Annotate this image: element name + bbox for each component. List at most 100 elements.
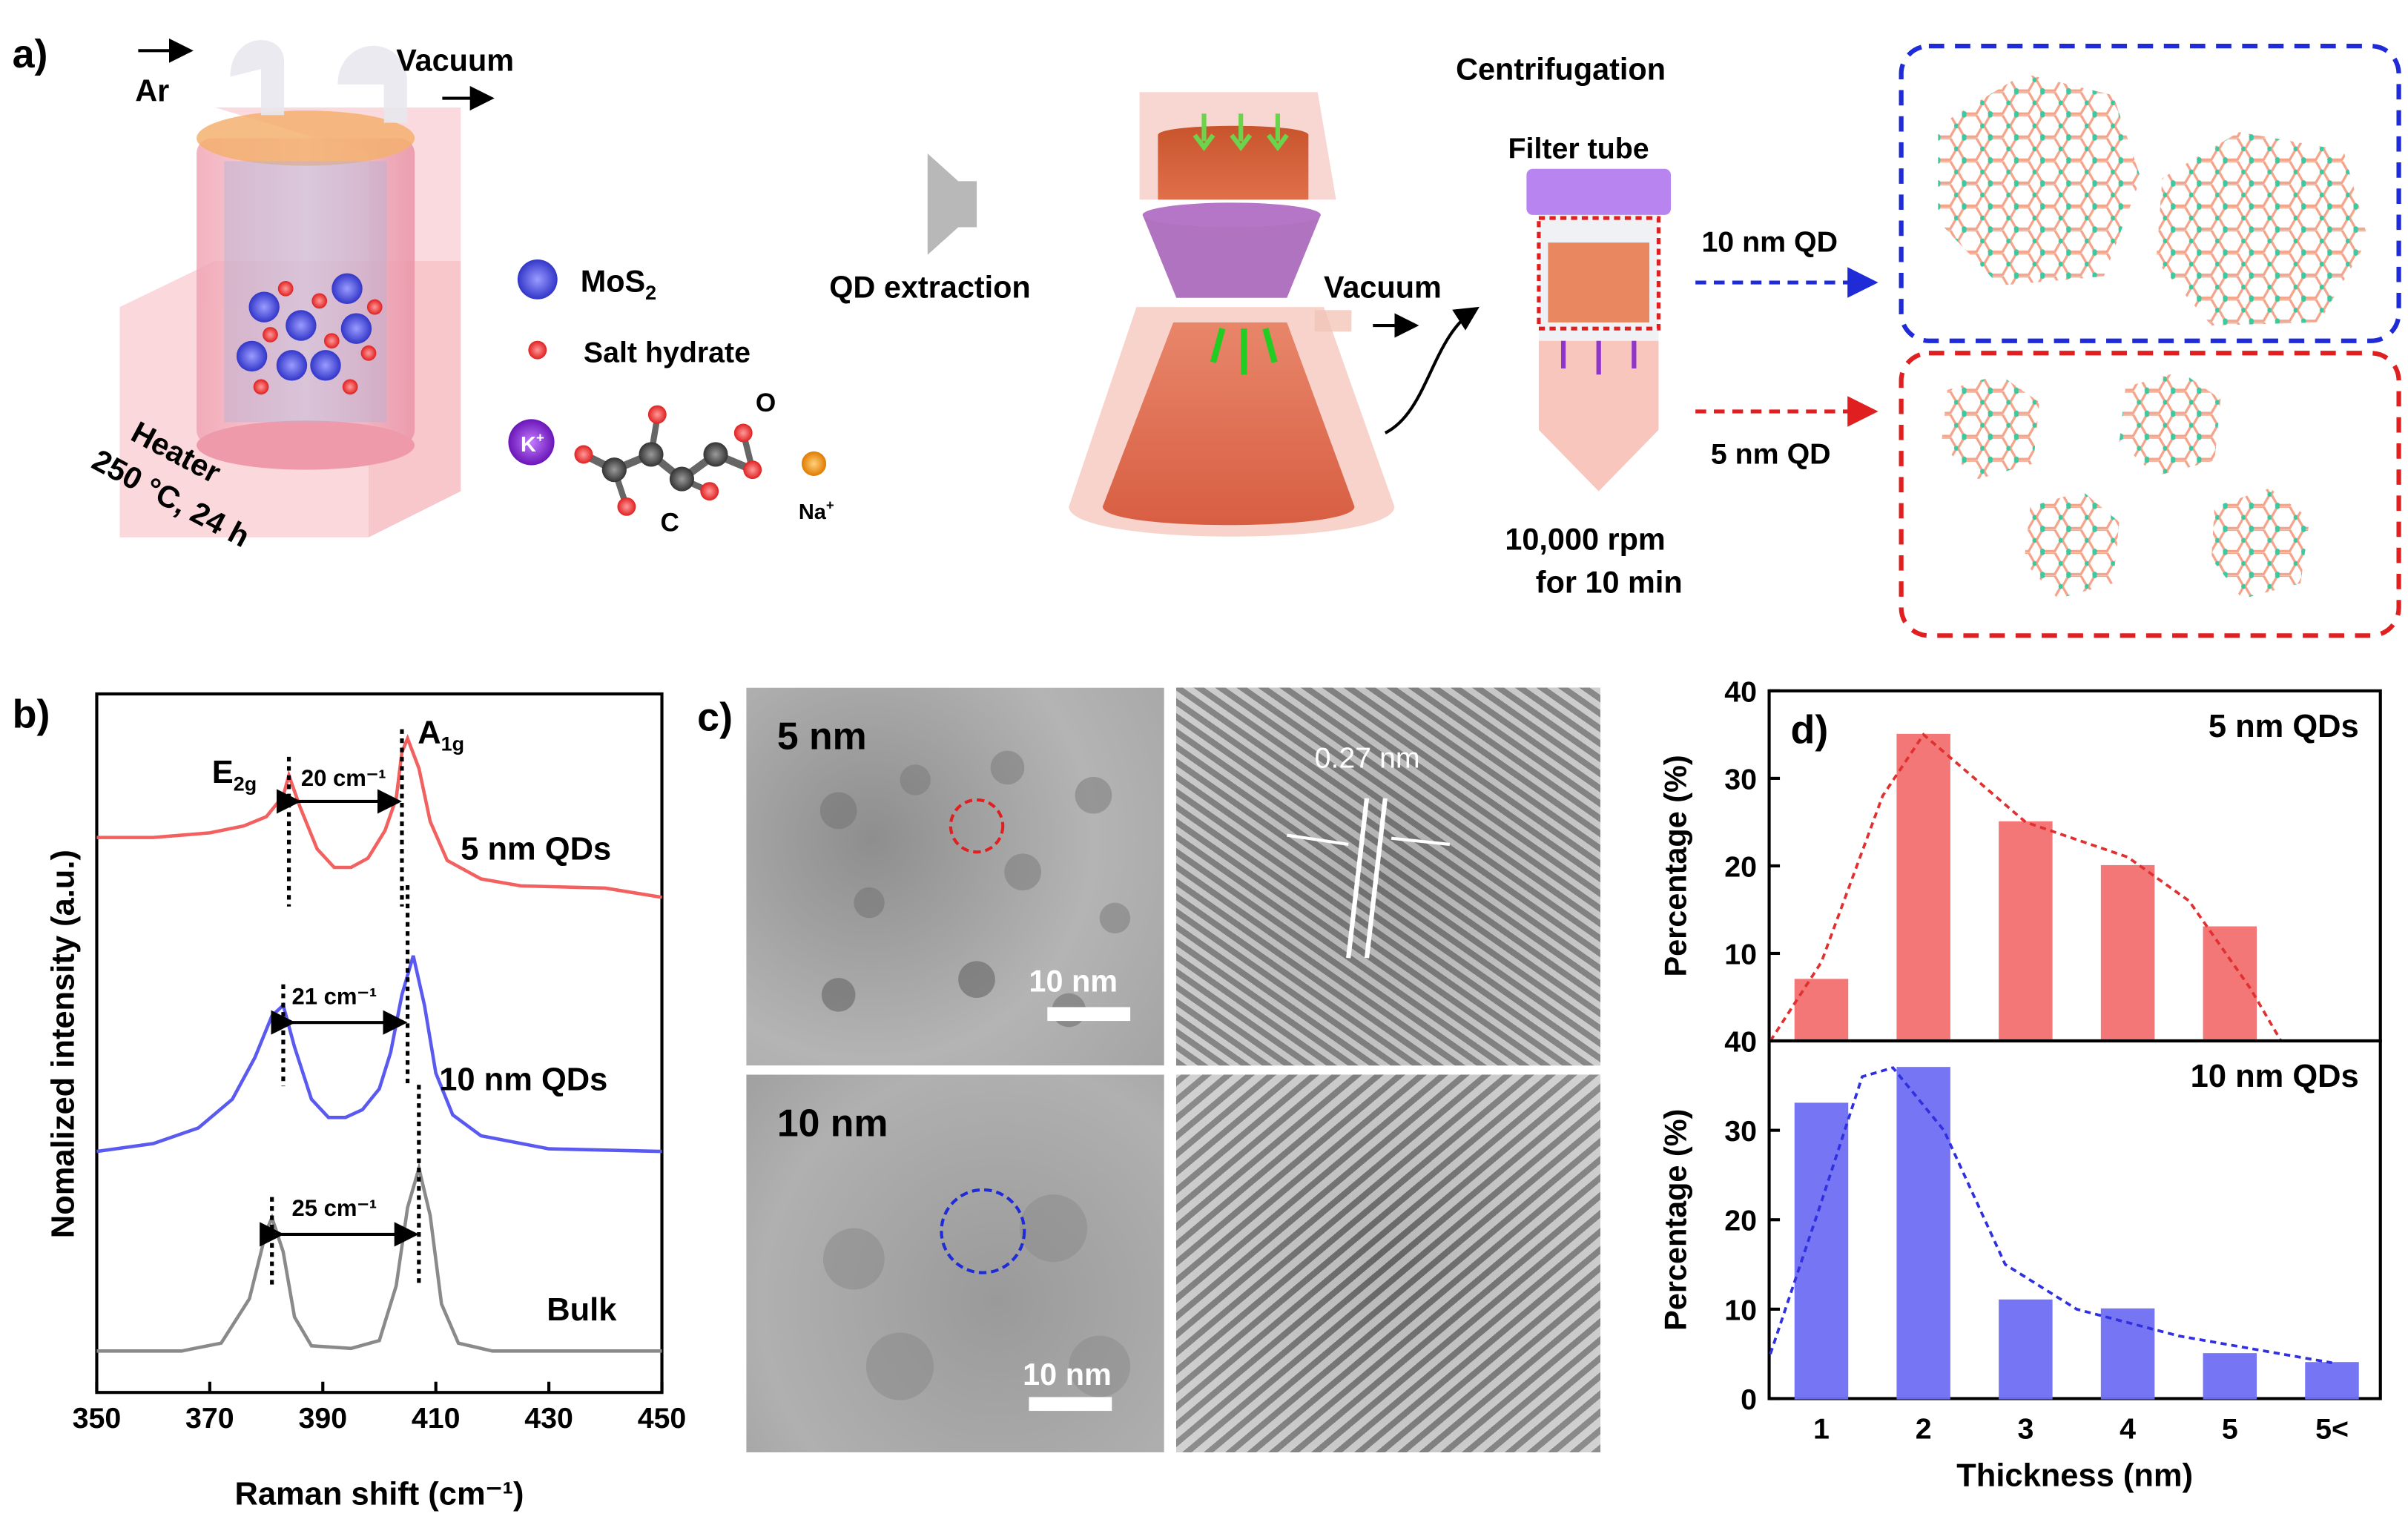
y-tick-label: 30 <box>1724 1115 1757 1148</box>
scale-bar-10nm <box>1029 1397 1112 1412</box>
bar <box>2305 1362 2359 1400</box>
qd5-flake <box>2119 371 2221 476</box>
bar <box>1896 733 1950 1042</box>
y-tick-label: 10 <box>1724 938 1757 970</box>
panel-a-label: a) <box>13 32 48 76</box>
filtration-flask <box>1069 92 1395 537</box>
reactor-particles <box>236 273 383 395</box>
ar-label: Ar <box>135 74 169 108</box>
bar <box>2100 1308 2155 1400</box>
qd-extraction-label: QD extraction <box>829 271 1031 305</box>
lattice-arrow-right <box>1391 836 1451 846</box>
vacuum-label-mid: Vacuum <box>1324 271 1442 305</box>
x-tick-label: 1 <box>1813 1412 1830 1445</box>
qd10-flake <box>1938 73 2141 286</box>
y-axis-label: Percentage (%) <box>1659 1109 1693 1331</box>
qd5-label: 5 nm QD <box>1711 437 1831 470</box>
panel-c-label-svg: c) <box>697 695 733 740</box>
raman-series <box>96 729 662 1353</box>
centrifugation-label: Centrifugation <box>1456 53 1666 87</box>
qd-highlight-10nm <box>940 1188 1026 1274</box>
scale-10nm-label: 10 nm <box>1023 1357 1112 1392</box>
plot-frame <box>95 692 664 1395</box>
hrtem-image-5nm: 0.27 nm <box>1176 687 1600 1066</box>
scale-bar-5nm <box>1047 1007 1131 1022</box>
qd-highlight-5nm <box>949 798 1005 854</box>
panel-b-label: b) <box>13 692 50 737</box>
x-tick-label: 350 <box>73 1402 122 1435</box>
hist-title: 10 nm QDs <box>2191 1059 2359 1094</box>
qd10-box <box>1899 44 2401 343</box>
scale-5nm-label: 10 nm <box>1029 965 1118 999</box>
vacuum-label-top: Vacuum <box>396 43 514 77</box>
rpm-label: 10,000 rpm <box>1505 522 1665 556</box>
c-atom-label: C <box>660 508 679 537</box>
hrtem-image-10nm <box>1176 1074 1600 1452</box>
time-label: for 10 min <box>1536 565 1683 599</box>
hist-title: 5 nm QDs <box>2209 709 2359 744</box>
x-axis-label: Thickness (nm) <box>1956 1458 2193 1494</box>
panel-c-label: c) <box>697 695 733 740</box>
tem-image-10nm: 10 nm 10 nm <box>746 1074 1164 1452</box>
process-arrow-icon <box>927 153 977 255</box>
panel-a-schematic: a) <box>13 32 2401 638</box>
y-axis-label: Nomalized intensity (a.u.) <box>45 850 81 1238</box>
x-tick-label: 5 <box>2222 1412 2238 1445</box>
raman-line <box>96 733 662 899</box>
bar <box>1999 1299 2053 1400</box>
transfer-arrow <box>1384 306 1480 434</box>
x-axis-label: Raman shift (cm⁻¹) <box>234 1476 524 1512</box>
bar <box>1794 979 1849 1042</box>
qd5-flake <box>1941 374 2040 480</box>
qd10-label: 10 nm QD <box>1701 226 1838 259</box>
y-tick-label: 40 <box>1724 1025 1757 1058</box>
y-tick-label: 30 <box>1724 763 1757 795</box>
fit-line <box>1769 1066 2332 1365</box>
fit-line <box>1769 732 2283 1042</box>
na-ion-label: Na+ <box>799 497 834 524</box>
salt-legend-label: Salt hydrate <box>584 337 751 369</box>
x-tick-label: 410 <box>412 1402 461 1435</box>
gap-10nm-label: 21 cm⁻¹ <box>291 983 377 1009</box>
panel-d-label: d) <box>1791 707 1829 752</box>
x-tick-label: 370 <box>185 1402 234 1435</box>
series-label: Bulk <box>547 1292 617 1328</box>
tem-10nm-label: 10 nm <box>777 1101 888 1144</box>
qd5-flake <box>2211 488 2310 599</box>
y-tick-label: 40 <box>1724 675 1757 708</box>
bar <box>1999 821 2053 1042</box>
bar <box>1896 1067 1950 1400</box>
mos2-legend-label: MoS2 <box>581 264 656 303</box>
x-tick-label: 3 <box>2017 1412 2033 1445</box>
x-tick-label: 2 <box>1916 1412 1932 1445</box>
plot-frame <box>1767 1039 2382 1400</box>
reactor-vessel <box>197 39 415 470</box>
gap-bulk-label: 25 cm⁻¹ <box>291 1195 377 1221</box>
series-label: 10 nm QDs <box>439 1062 607 1097</box>
y-axis-label: Percentage (%) <box>1659 755 1693 976</box>
k-ion-label: K+ <box>521 429 544 456</box>
y-tick-label: 0 <box>1741 1383 1757 1416</box>
raman-line <box>96 1161 662 1353</box>
qd5-flake <box>2024 491 2120 599</box>
series-label: 5 nm QDs <box>461 832 611 867</box>
bar <box>2203 1353 2257 1400</box>
x-tick-label: 430 <box>524 1402 573 1435</box>
mos2-legend-icon <box>517 259 558 300</box>
bar <box>2100 864 2155 1042</box>
tem-image-5nm: 5 nm 10 nm <box>746 687 1164 1066</box>
y-tick-label: 20 <box>1724 850 1757 883</box>
raman-line <box>96 955 662 1154</box>
o-atom-label: O <box>756 388 776 417</box>
qd10-flake <box>2156 132 2369 326</box>
lattice-spacing-label: 0.27 nm <box>1315 741 1420 774</box>
filter-tube <box>1526 168 1672 492</box>
filter-tube-label: Filter tube <box>1508 132 1649 165</box>
a1g-label: A1g <box>418 715 464 755</box>
